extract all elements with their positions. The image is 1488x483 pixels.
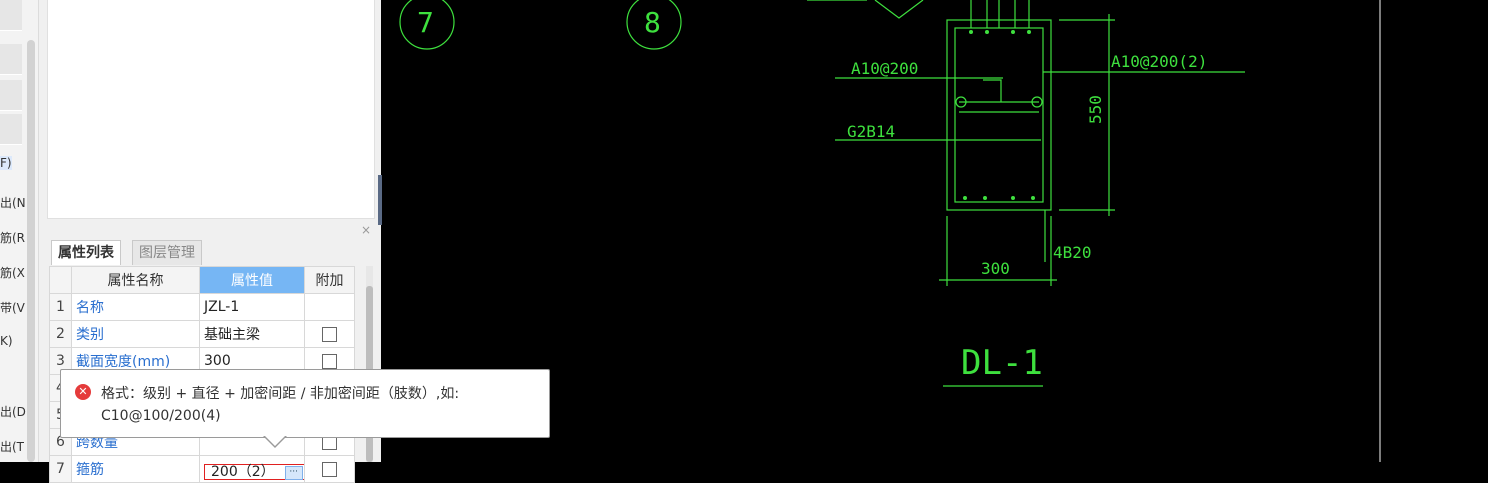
row-number: 1 xyxy=(49,293,72,321)
rebar xyxy=(1011,196,1015,200)
row-number: 6 xyxy=(49,428,72,456)
attr-value[interactable]: 基础主梁 xyxy=(199,320,305,348)
rebar xyxy=(985,30,989,34)
table-row[interactable]: 1 名称 JZL-1 xyxy=(49,293,355,321)
drawing-title: DL-1 xyxy=(961,343,1043,383)
cad-canvas[interactable]: 7 8 A10@200 A10@200(2) G2B14 4B20 550 30… xyxy=(383,0,1488,462)
strip-item[interactable]: K) xyxy=(0,334,13,348)
rebar xyxy=(955,96,967,108)
attr-value[interactable]: JZL-1 xyxy=(199,293,305,321)
rebar xyxy=(969,30,973,34)
stirrup-input[interactable]: 200（2） ··· xyxy=(204,464,304,480)
attr-name: 名称 xyxy=(71,293,200,321)
strip-item[interactable]: 带(V xyxy=(0,301,25,315)
strip-button[interactable] xyxy=(0,80,22,111)
tooltip-line1: 格式：级别 + 直径 + 加密间距 / 非加密间距（肢数）,如: xyxy=(101,386,460,402)
beam-outline xyxy=(946,19,1052,211)
ellipsis-button[interactable]: ··· xyxy=(284,466,303,480)
component-preview xyxy=(47,0,375,219)
panel-tabs: 属性列表 图层管理 xyxy=(47,240,373,266)
strip-item[interactable]: 出(N xyxy=(0,196,26,210)
format-error-tooltip: ✕ 格式：级别 + 直径 + 加密间距 / 非加密间距（肢数）,如: C10@1… xyxy=(60,369,550,438)
attr-name: 类别 xyxy=(71,320,200,348)
strip-button[interactable] xyxy=(0,44,22,75)
strip-item[interactable]: 出(D xyxy=(0,405,26,419)
rebar xyxy=(963,196,967,200)
side-bar-label: G2B14 xyxy=(847,122,895,141)
tab-layer-management[interactable]: 图层管理 xyxy=(132,240,202,265)
strip-scrollbar[interactable] xyxy=(27,40,35,462)
table-row[interactable]: 2 类别 基础主梁 xyxy=(49,320,355,348)
strip-item[interactable]: 出(T xyxy=(0,440,25,454)
stirrup-input-text[interactable]: 200（2） xyxy=(211,464,275,480)
row-number: 7 xyxy=(49,455,72,483)
stirrup-label-right: A10@200(2) xyxy=(1111,52,1207,71)
stirrup-hook xyxy=(983,79,1002,102)
panel-splitter[interactable] xyxy=(378,175,382,225)
tooltip-tail xyxy=(264,435,286,446)
bottom-bar-label: 4B20 xyxy=(1053,243,1092,262)
attr-name: 箍筋 xyxy=(71,455,200,483)
attr-value-editor[interactable]: 200（2） ··· xyxy=(199,455,305,483)
row-number: 2 xyxy=(49,320,72,348)
extra-checkbox[interactable] xyxy=(322,326,337,342)
strip-item[interactable]: 筋(R xyxy=(0,231,26,245)
header-num xyxy=(49,266,72,294)
rebar xyxy=(1011,30,1015,34)
axis-bubble-8 xyxy=(626,0,682,50)
error-icon: ✕ xyxy=(75,384,91,400)
stirrup-rect xyxy=(954,27,1044,203)
grid-header: 属性名称 属性值 附加 xyxy=(49,266,355,294)
row-number: 3 xyxy=(49,347,72,375)
header-extra[interactable]: 附加 xyxy=(304,266,355,294)
dimension-height: 550 xyxy=(1086,95,1105,124)
dimension-width: 300 xyxy=(981,259,1010,278)
header-attr-value[interactable]: 属性值 xyxy=(199,266,305,294)
header-attr-name[interactable]: 属性名称 xyxy=(71,266,200,294)
rebar xyxy=(1031,96,1043,108)
strip-button[interactable] xyxy=(0,0,22,31)
stirrup-label-left: A10@200 xyxy=(851,59,918,78)
strip-button[interactable] xyxy=(0,114,22,145)
axis-bubble-7 xyxy=(399,0,455,50)
left-tool-strip: F) 出(N 筋(R 筋(X 带(V K) 出(D 出(T xyxy=(0,0,39,462)
rebar xyxy=(1031,196,1035,200)
strip-item[interactable]: 筋(X xyxy=(0,266,25,280)
tooltip-line2: C10@100/200(4) xyxy=(101,408,221,424)
attr-extra xyxy=(304,293,355,321)
rebar xyxy=(1027,30,1031,34)
tab-attribute-list[interactable]: 属性列表 xyxy=(51,240,121,265)
close-icon[interactable]: × xyxy=(361,223,372,237)
extra-checkbox[interactable] xyxy=(322,353,337,369)
extra-checkbox[interactable] xyxy=(322,461,337,477)
strip-item[interactable]: F) xyxy=(0,156,12,170)
section-mark xyxy=(874,0,924,19)
table-row-active[interactable]: 7 箍筋 200（2） ··· xyxy=(49,455,355,483)
axis-label-7: 7 xyxy=(417,6,434,39)
rebar xyxy=(983,196,987,200)
axis-label-8: 8 xyxy=(644,6,661,39)
